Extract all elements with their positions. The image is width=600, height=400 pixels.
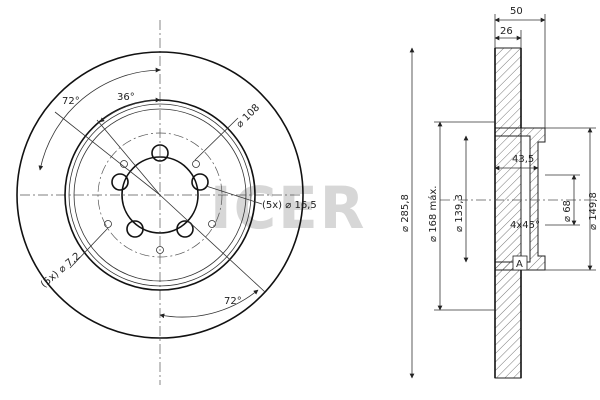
bolt-hole: [126, 220, 144, 238]
small-holes: [104, 160, 216, 254]
small-hole: [208, 220, 216, 228]
dim-max-diameter: ⌀ 168 máx.: [427, 186, 439, 242]
angle-label-72-top: 72°: [62, 96, 80, 107]
pcd-label: ⌀ 108: [234, 102, 262, 130]
front-view: 72° 36° 72° ⌀ 108 (5x) ⌀ 16,5 (5x) ⌀ 7,2: [16, 20, 317, 385]
dim-center-bore: ⌀ 68: [562, 200, 573, 222]
angle-ray: [54, 111, 161, 196]
angle-label-72-bottom: 72°: [224, 296, 242, 307]
datum-label: A: [516, 259, 523, 270]
bolt-hole: [176, 220, 194, 238]
bolt-hole: [111, 173, 129, 191]
dim-hat-diameter: ⌀ 139,3: [454, 194, 465, 232]
dim-outer-diameter: ⌀ 285,8: [400, 194, 411, 232]
dim-offset: 43,5: [512, 154, 534, 165]
dim-hub-diameter: ⌀ 149,8: [588, 192, 599, 230]
bolt-hole-leader: [205, 185, 263, 205]
small-hole: [192, 160, 200, 168]
angle-arc-36: [99, 97, 161, 123]
brand-watermark: ICER: [210, 174, 366, 242]
angle-arc-72-top: [38, 67, 161, 171]
small-hole: [104, 220, 112, 228]
dim-chamfer: 4x45°: [510, 220, 540, 231]
section-view: 50 26 43,5 4x45° A ⌀ 285,8 ⌀ 168 máx. ⌀ …: [400, 6, 599, 379]
datum-box: [512, 255, 528, 271]
bolt-hole-label: (5x) ⌀ 16,5: [262, 200, 317, 211]
dim-thickness: 26: [500, 26, 513, 37]
small-hole-leader: [69, 227, 109, 269]
disc-outer-edge: [16, 51, 304, 339]
small-hole-label: (5x) ⌀ 7,2: [39, 251, 83, 291]
bolt-hole: [191, 173, 209, 191]
angle-ray: [159, 194, 266, 293]
friction-ring-section: [494, 47, 522, 379]
dim-overall-width: 50: [510, 6, 523, 17]
angle-arc-72-bottom: [159, 289, 259, 319]
small-hole: [156, 246, 164, 254]
pcd-leader: [194, 117, 239, 161]
angle-label-36: 36°: [117, 92, 135, 103]
